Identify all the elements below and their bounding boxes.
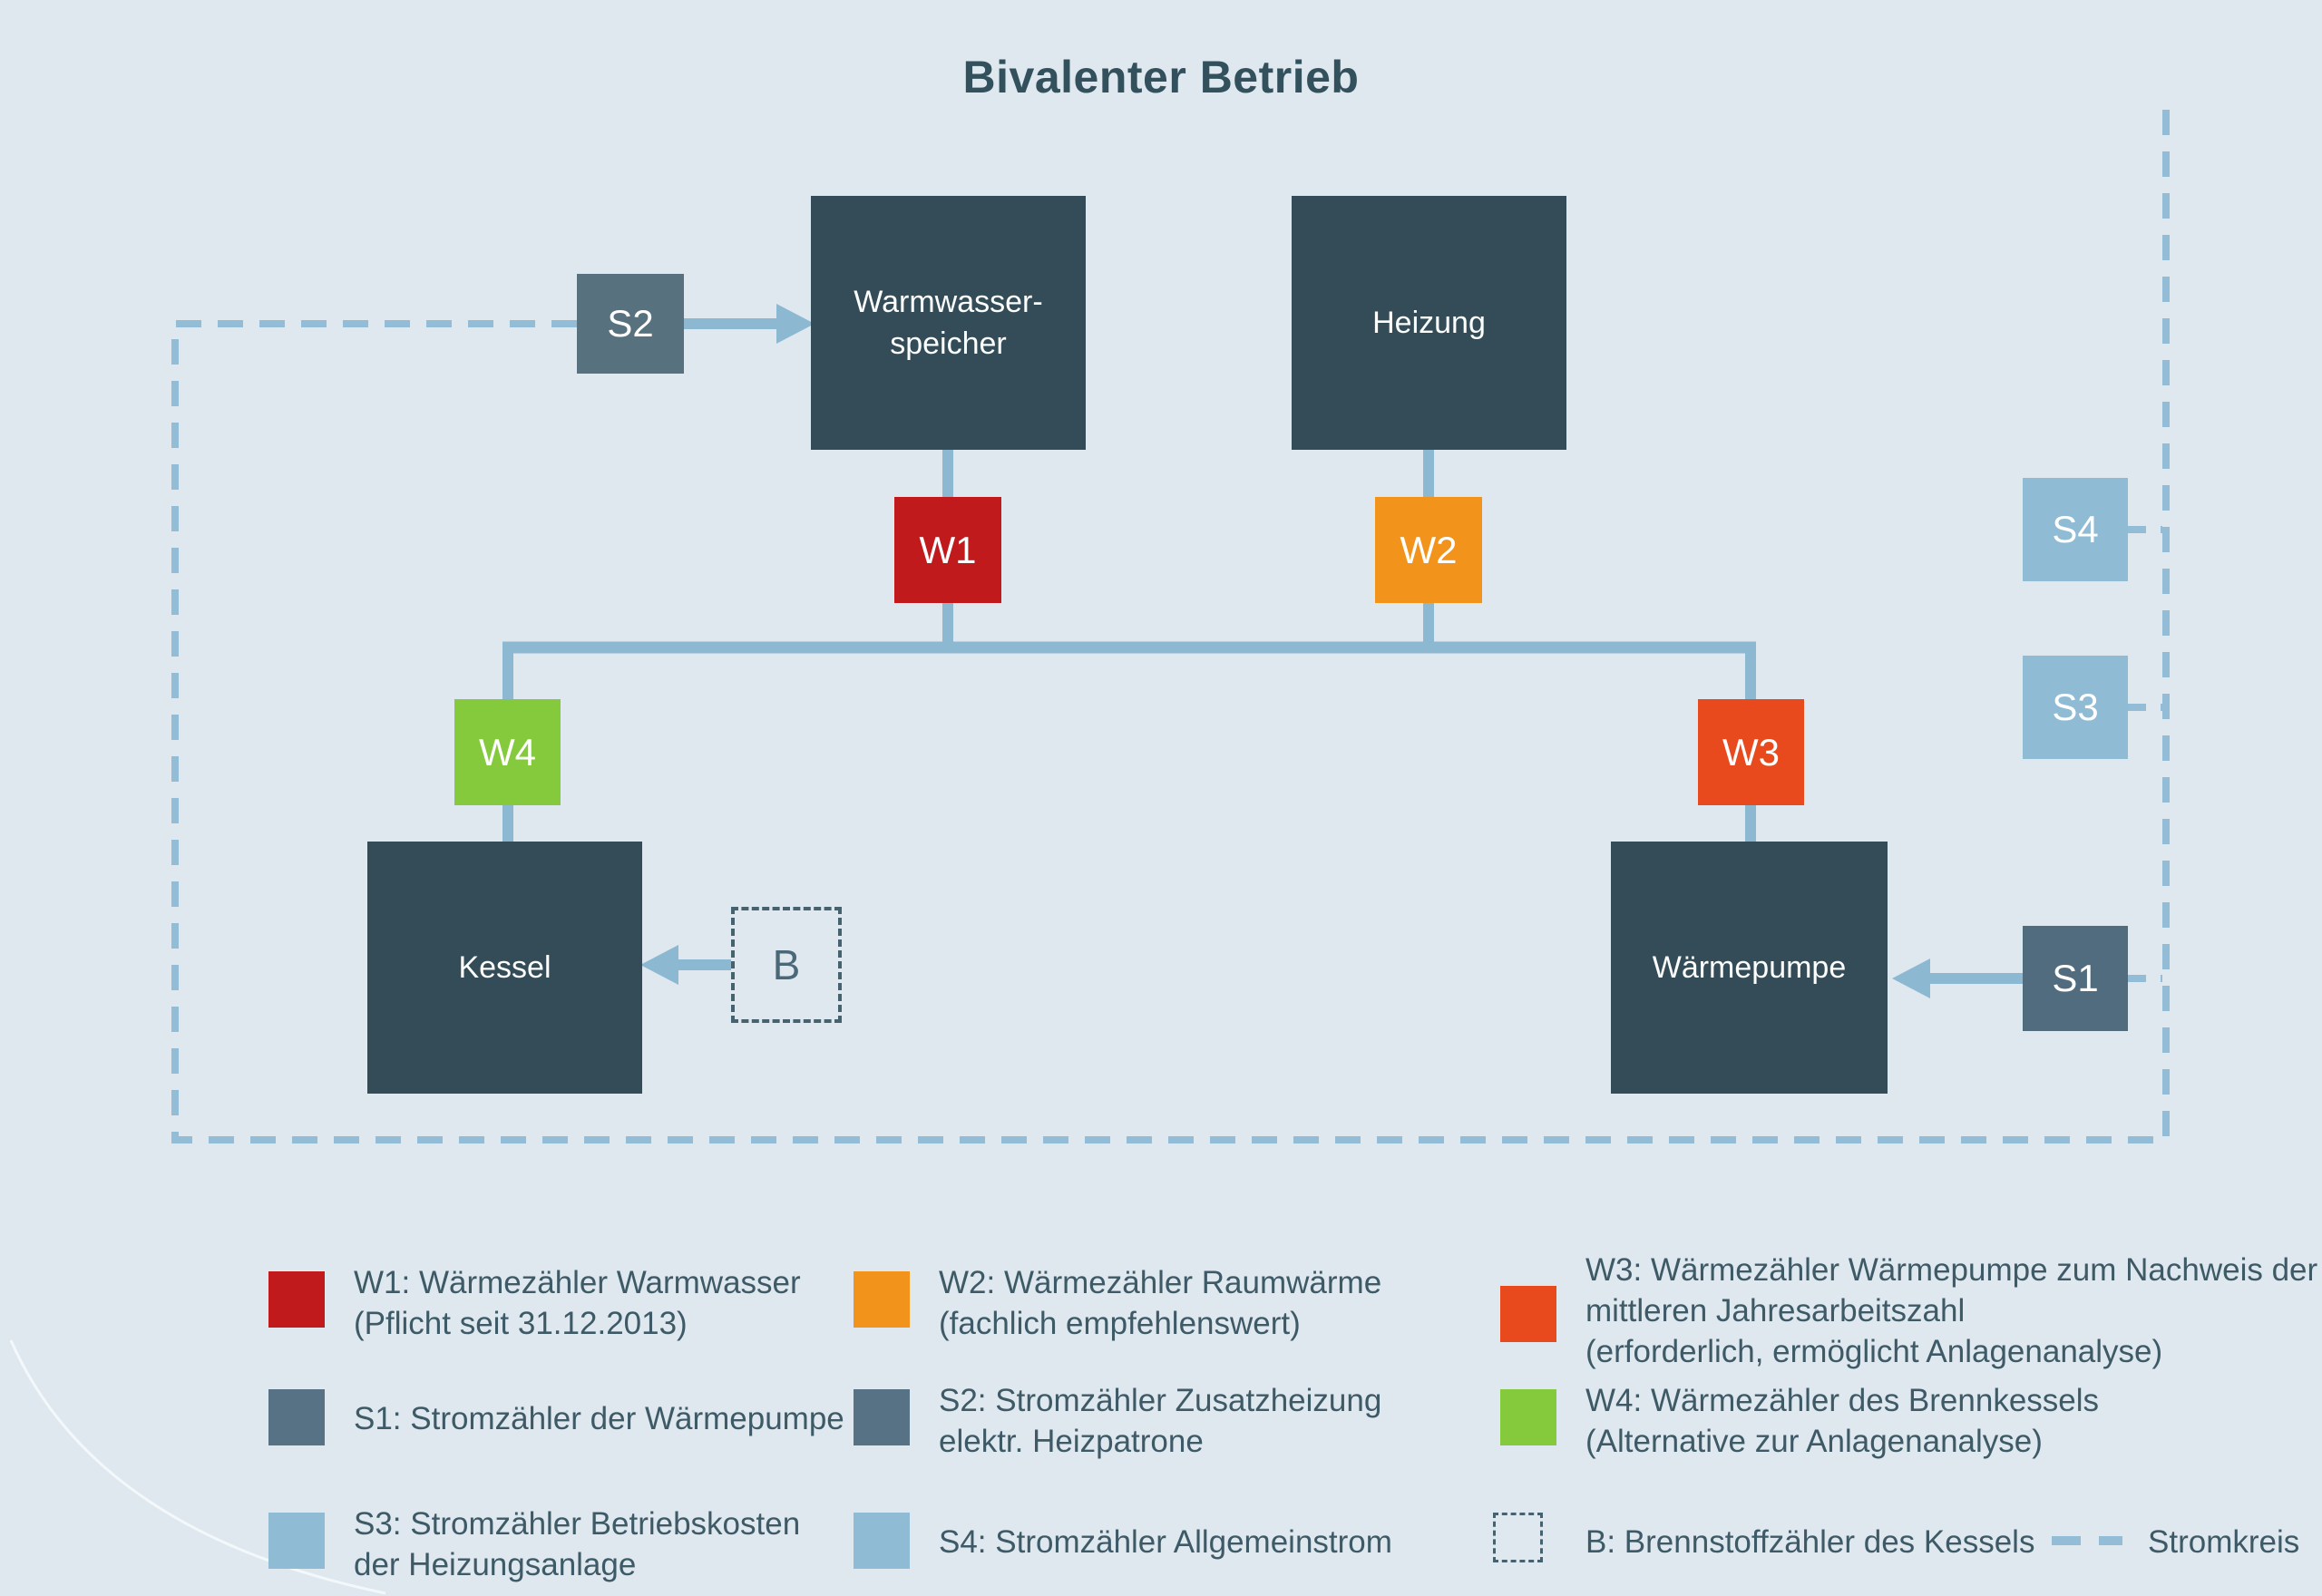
- legend-swatch-w1: [268, 1271, 325, 1328]
- node-warmwasserspeicher-label-line1: Warmwasser-: [854, 285, 1043, 319]
- legend-item-stromkreis: Stromkreis: [2148, 1524, 2300, 1560]
- meter-s1: S1: [2023, 926, 2128, 1031]
- legend-item-s3: S3: Stromzähler Betriebskosten der Heizu…: [354, 1506, 801, 1582]
- node-waermepumpe: Wärmepumpe: [1611, 842, 1888, 1094]
- arrow-s1-to-waermepumpe-head: [1892, 959, 1930, 998]
- meter-b-fuel-counter: B: [731, 907, 842, 1023]
- node-warmwasserspeicher: Warmwasser- speicher: [811, 196, 1086, 450]
- node-heizung: Heizung: [1292, 196, 1566, 450]
- node-heizung-label: Heizung: [1372, 306, 1486, 340]
- legend-swatch-w2: [854, 1271, 910, 1328]
- meter-s2: S2: [577, 274, 684, 374]
- legend-swatch-s3: [268, 1513, 325, 1569]
- legend-swatch-w4: [1500, 1389, 1556, 1445]
- legend-swatch-s2: [854, 1389, 910, 1445]
- legend-item-w1: W1: Wärmezähler Warmwasser (Pflicht seit…: [354, 1265, 801, 1341]
- meter-w3: W3: [1698, 699, 1804, 805]
- node-warmwasserspeicher-label-line2: speicher: [890, 326, 1007, 361]
- legend-swatch-b: [1493, 1513, 1543, 1562]
- decorative-corner-arc: [9, 1339, 386, 1595]
- legend-item-w3: W3: Wärmezähler Wärmepumpe zum Nachweis …: [1585, 1252, 2318, 1369]
- meter-w2: W2: [1375, 497, 1482, 603]
- legend-item-s2: S2: Stromzähler Zusatzheizung elektr. He…: [939, 1383, 1382, 1459]
- stromkreis-dashed-loop: [171, 106, 2170, 1143]
- arrow-s2-to-warmwasserspeicher-head: [776, 304, 815, 344]
- legend-item-b: B: Brennstoffzähler des Kessels: [1585, 1524, 2035, 1560]
- meter-b-label: B: [772, 941, 801, 988]
- node-kessel: Kessel: [367, 842, 642, 1094]
- legend-swatch-s1: [268, 1389, 325, 1445]
- legend-item-s4: S4: Stromzähler Allgemeinstrom: [939, 1524, 1392, 1560]
- arrow-b-to-kessel-head: [640, 945, 678, 985]
- legend-swatch-w3: [1500, 1286, 1556, 1342]
- meter-w1: W1: [894, 497, 1001, 603]
- legend-item-w4: W4: Wärmezähler des Brennkessels (Altern…: [1585, 1383, 2100, 1459]
- node-kessel-label: Kessel: [458, 950, 551, 985]
- page-title: Bivalenter Betrieb: [962, 52, 1360, 102]
- legend-swatch-s4: [854, 1513, 910, 1569]
- legend-item-w2: W2: Wärmezähler Raumwärme (fachlich empf…: [939, 1265, 1382, 1341]
- meter-s4: S4: [2023, 478, 2128, 581]
- meter-w4: W4: [454, 699, 561, 805]
- meter-s3: S3: [2023, 656, 2128, 759]
- legend-item-s1: S1: Stromzähler der Wärmepumpe: [354, 1401, 844, 1436]
- node-waermepumpe-label: Wärmepumpe: [1652, 950, 1847, 985]
